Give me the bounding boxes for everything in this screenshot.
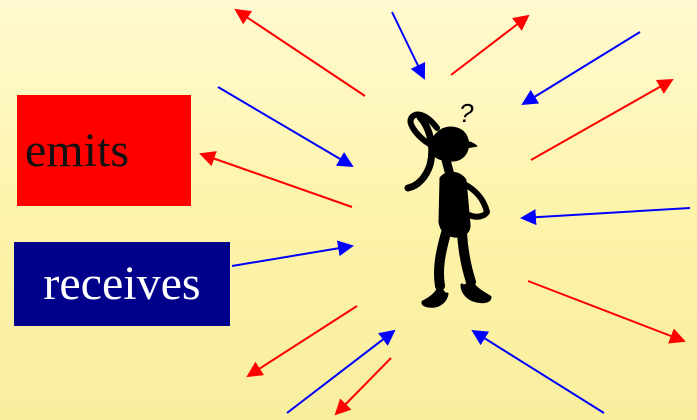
emitted-arrow — [248, 306, 357, 376]
emitted-arrow — [531, 80, 672, 160]
emitted-arrow — [451, 16, 528, 75]
received-arrow — [218, 87, 352, 166]
received-arrow — [523, 32, 640, 104]
received-arrow — [232, 246, 352, 266]
received-arrow — [522, 208, 690, 218]
received-arrow — [473, 331, 604, 413]
emitted-arrow — [236, 10, 365, 96]
question-mark: ? — [459, 98, 474, 128]
received-arrow — [392, 12, 424, 78]
emitted-arrow — [528, 281, 684, 341]
emitted-arrow — [201, 154, 352, 207]
thinking-person-icon — [408, 115, 490, 307]
emitted-arrow — [336, 358, 391, 414]
